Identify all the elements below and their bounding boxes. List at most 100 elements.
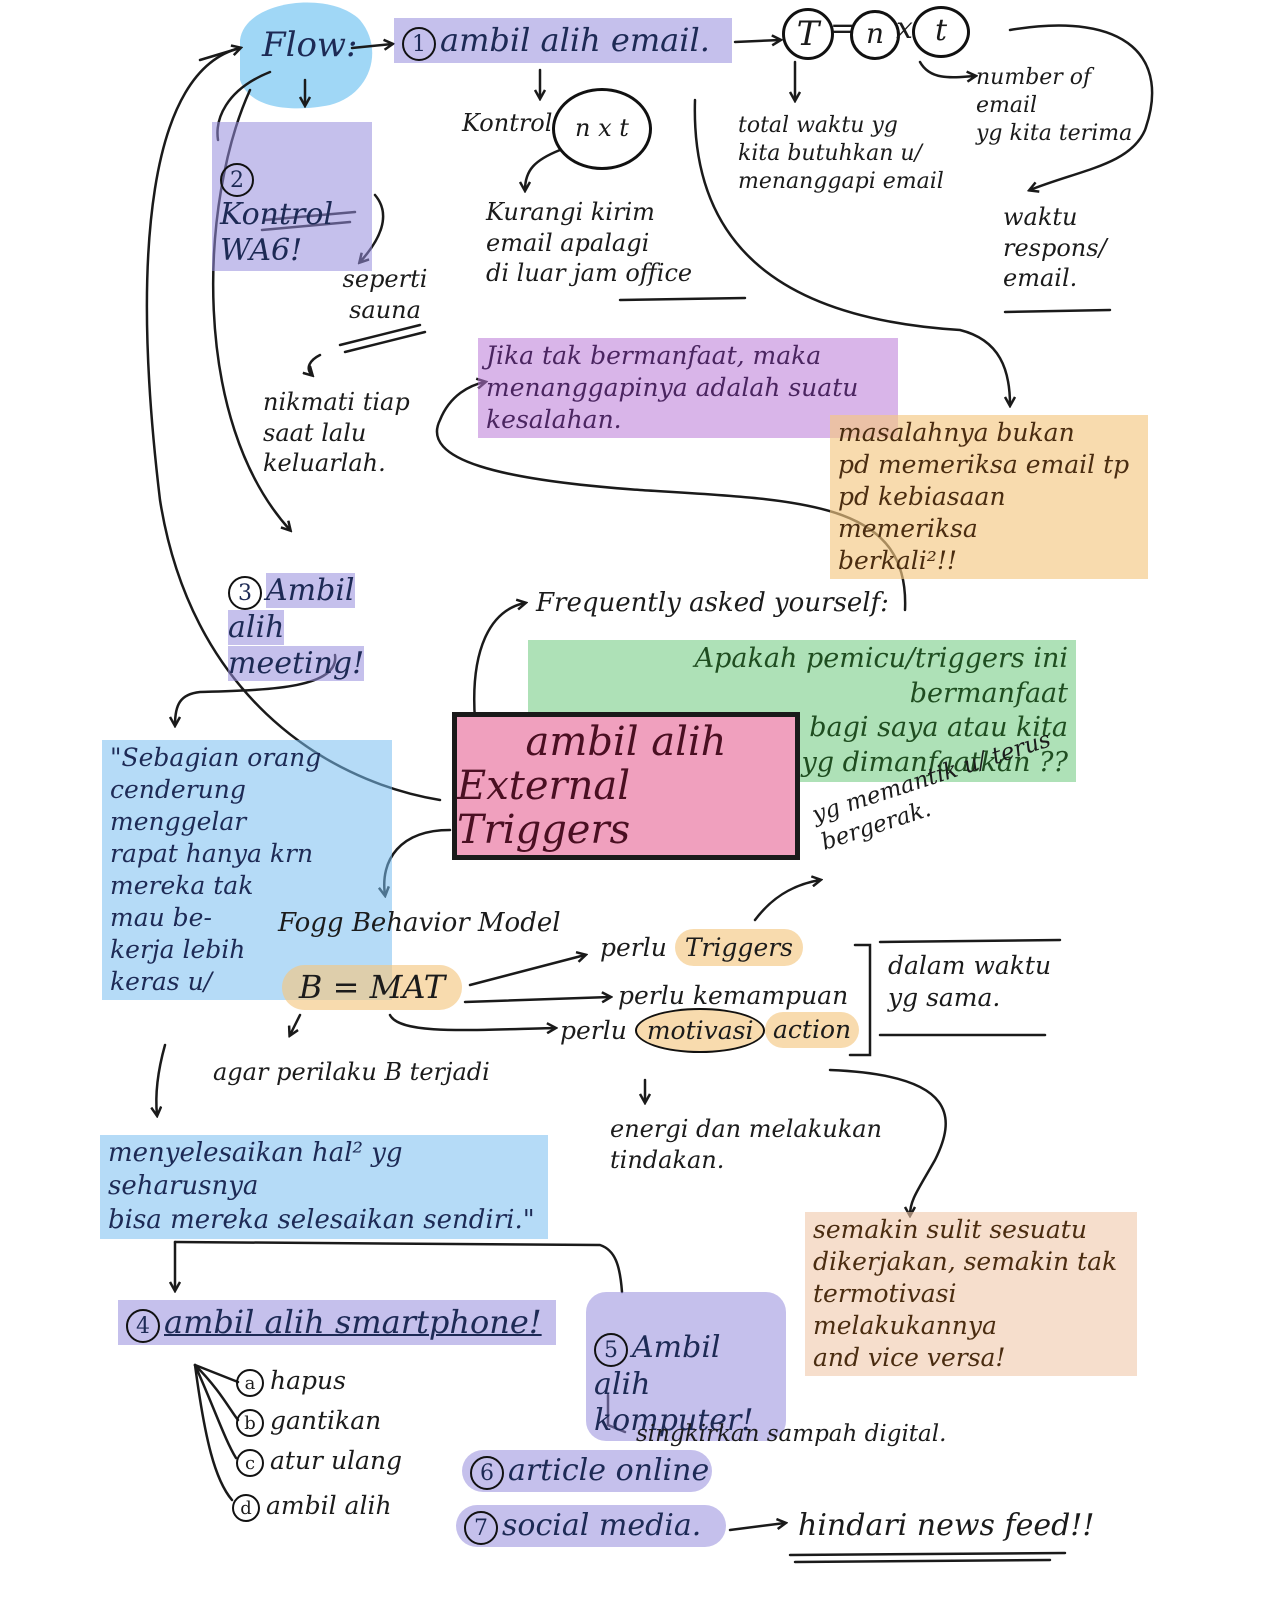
fan-d	[193, 1363, 234, 1502]
agar-perilaku-note: agar perilaku B terjadi	[213, 1058, 490, 1086]
arrow-left-flow-head	[198, 48, 240, 62]
underline-sauna-2	[343, 330, 427, 354]
menyelesaikan-note: menyelesaikan hal² yg seharusnya bisa me…	[100, 1135, 548, 1239]
flow-blob	[240, 2, 373, 109]
fan-c	[193, 1363, 238, 1460]
step4-text: ambil alih smartphone!	[164, 1303, 542, 1341]
motivasi-word: motivasi	[634, 1008, 766, 1053]
perlu-motivasi: perlu motivasi	[560, 1008, 766, 1053]
fan-a	[193, 1363, 240, 1384]
underline-hindari-2	[793, 1558, 1052, 1564]
step2-kontrol-wa6: 2Kontrol WA6!	[212, 122, 372, 271]
step4-item-a-text: hapus	[270, 1366, 346, 1395]
step4-item-b-letter: b	[236, 1409, 264, 1437]
step4-item-d-text: ambil alih	[266, 1491, 392, 1520]
arrow-triggers-memantik	[753, 880, 820, 922]
arrow-sauna-nikmati	[309, 353, 322, 375]
formula-n-circle: n	[850, 10, 900, 60]
kemampuan-word: kemampuan	[692, 981, 849, 1010]
step4-item-a-letter: a	[236, 1369, 264, 1397]
fogg-behavior-model: Fogg Behavior Model	[278, 908, 561, 938]
arrow-central-frequently	[473, 603, 525, 722]
arrow-bmat-kemampuan	[463, 997, 610, 1002]
line-dalam-waktu	[878, 938, 1062, 944]
perlu-kemampuan: perlu kemampuan	[618, 980, 848, 1012]
underline-hindari	[788, 1551, 1067, 1557]
formula-t2-circle: t	[912, 6, 970, 58]
perlu-kemampuan-prefix: perlu	[618, 981, 685, 1010]
arrow-t-number	[918, 60, 975, 77]
arrow-action-semakin	[828, 1068, 947, 1215]
flow-label: Flow:	[262, 25, 358, 65]
seperti-sauna-note: seperti sauna	[342, 265, 428, 324]
arrow-curve-masalah	[693, 98, 1010, 405]
formula-bmat: B = MAT	[282, 965, 462, 1010]
fan-b	[193, 1363, 240, 1422]
arrow-flow-step1	[350, 44, 392, 48]
central-external-triggers-box: ambil alih External Triggers	[452, 712, 800, 860]
step1-text: ambil alih email.	[440, 21, 710, 59]
perlu-triggers-prefix: perlu	[600, 933, 667, 962]
step5-number: 5	[594, 1333, 628, 1367]
arrow-social-hindari	[728, 1523, 785, 1532]
step6-text: article online	[508, 1453, 710, 1488]
step2-number: 2	[220, 163, 254, 197]
formula-t-circle: T	[782, 8, 834, 60]
action-word: action	[765, 1012, 860, 1048]
formula-times: x	[896, 11, 913, 46]
semakin-sulit-note: semakin sulit sesuatu dikerjakan, semaki…	[805, 1212, 1137, 1376]
central-line2: External Triggers	[457, 763, 631, 853]
step4-item-b-text: gantikan	[270, 1406, 382, 1435]
hindari-news-feed: hindari news feed!!	[798, 1508, 1095, 1543]
step7-number: 7	[464, 1511, 498, 1545]
step2-text: Kontrol WA6!	[220, 197, 334, 268]
arrow-left-menyelesaikan	[156, 1043, 167, 1115]
step7-text: social media.	[502, 1508, 702, 1543]
bracket-dalam-waktu	[848, 943, 872, 1057]
step4-item-d-letter: d	[232, 1494, 260, 1522]
quote-sebagian-orang: "Sebagian orang cenderung menggelar rapa…	[102, 740, 392, 1000]
underline-office	[618, 296, 747, 302]
singkirkan-note: singkirkan sampah digital.	[636, 1421, 947, 1447]
masalahnya-note: masalahnya bukan pd memeriksa email tp p…	[830, 415, 1148, 579]
waktu-respons-note: waktu respons/ email.	[1003, 203, 1107, 293]
arrow-curve-respons	[1008, 24, 1154, 190]
step1-number: 1	[402, 27, 436, 61]
step4-number: 4	[126, 1309, 160, 1343]
arrow-bmat-motivasi	[388, 1013, 555, 1030]
step4-item-c-letter: c	[236, 1449, 264, 1477]
arrow-step1-formula	[733, 40, 780, 42]
dalam-waktu-note: dalam waktu yg sama.	[888, 951, 1052, 1012]
energi-note: energi dan melakukan tindakan.	[610, 1115, 883, 1174]
jika-tak-note: Jika tak bermanfaat, maka menanggapinya …	[478, 338, 898, 438]
arrow-kontrol-kurangi	[525, 148, 562, 190]
kontrol-nxt-circle: n x t	[552, 88, 652, 170]
step5-text: Ambil alih komputer!	[594, 1330, 754, 1438]
total-waktu-note: total waktu yg kita butuhkan u/ menangga…	[738, 113, 944, 195]
step3-number: 3	[228, 576, 262, 610]
arrow-bmat-triggers	[468, 955, 585, 987]
arrow-central-fogg	[384, 828, 452, 895]
kurangi-note: Kurangi kirim email apalagi di luar jam …	[486, 198, 693, 288]
step6-number: 6	[470, 1456, 504, 1490]
line-step4-step5	[173, 1240, 624, 1294]
perlu-triggers: perlu Triggers	[600, 929, 804, 966]
step4-item-c-text: atur ulang	[270, 1446, 403, 1475]
perlu-motivasi-prefix: perlu	[560, 1016, 627, 1045]
number-of-email-note: number of email yg kita terima	[976, 65, 1133, 147]
triggers-word: Triggers	[674, 929, 804, 966]
nikmati-note: nikmati tiap saat lalu keluarlah.	[263, 388, 410, 478]
underline-sauna	[338, 323, 422, 347]
frequently-note: Frequently asked yourself:	[536, 588, 889, 618]
underline-respons	[1003, 308, 1112, 314]
